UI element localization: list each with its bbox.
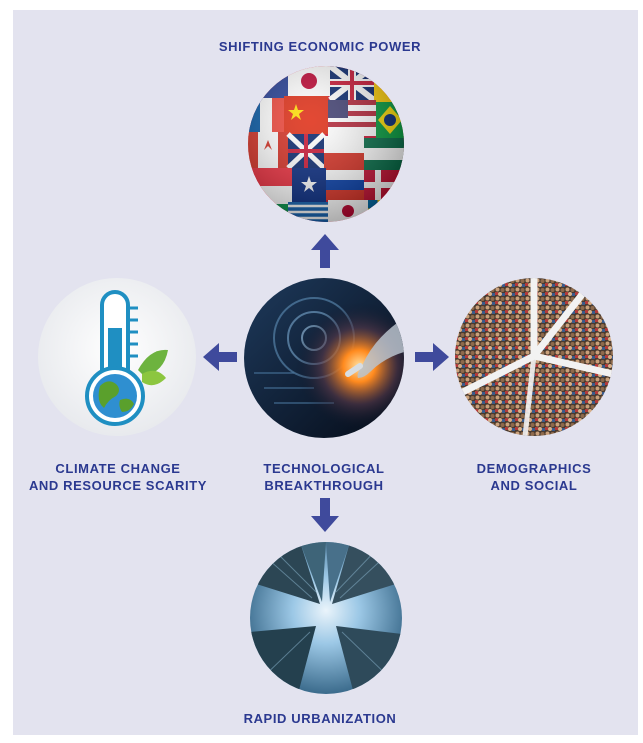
label-demographics-social: DEMOGRAPHICS AND SOCIAL <box>434 460 634 494</box>
label-technological-breakthrough: TECHNOLOGICAL BREAKTHROUGH <box>224 460 424 494</box>
arrow-left <box>203 343 237 371</box>
skyscrapers-image <box>250 542 402 694</box>
label-demo-line1: DEMOGRAPHICS <box>476 461 592 476</box>
arrow-up <box>311 234 339 268</box>
thermometer-globe-image <box>38 278 196 436</box>
technology-hand-image <box>244 278 404 438</box>
flags-globe-image <box>248 66 404 222</box>
crowd-image <box>455 278 613 436</box>
label-climate-line1: CLIMATE CHANGE <box>55 461 181 476</box>
label-shifting-economic-power: SHIFTING ECONOMIC POWER <box>218 39 422 54</box>
label-tech-line2: BREAKTHROUGH <box>264 478 384 493</box>
label-tech-line1: TECHNOLOGICAL <box>263 461 385 476</box>
label-rapid-urbanization: RAPID URBANIZATION <box>243 711 397 726</box>
arrow-down <box>311 498 339 532</box>
label-demo-line2: AND SOCIAL <box>490 478 578 493</box>
label-climate-change: CLIMATE CHANGE AND RESOURCE SCARITY <box>18 460 218 494</box>
arrow-right <box>415 343 449 371</box>
label-climate-line2: AND RESOURCE SCARITY <box>28 478 208 493</box>
